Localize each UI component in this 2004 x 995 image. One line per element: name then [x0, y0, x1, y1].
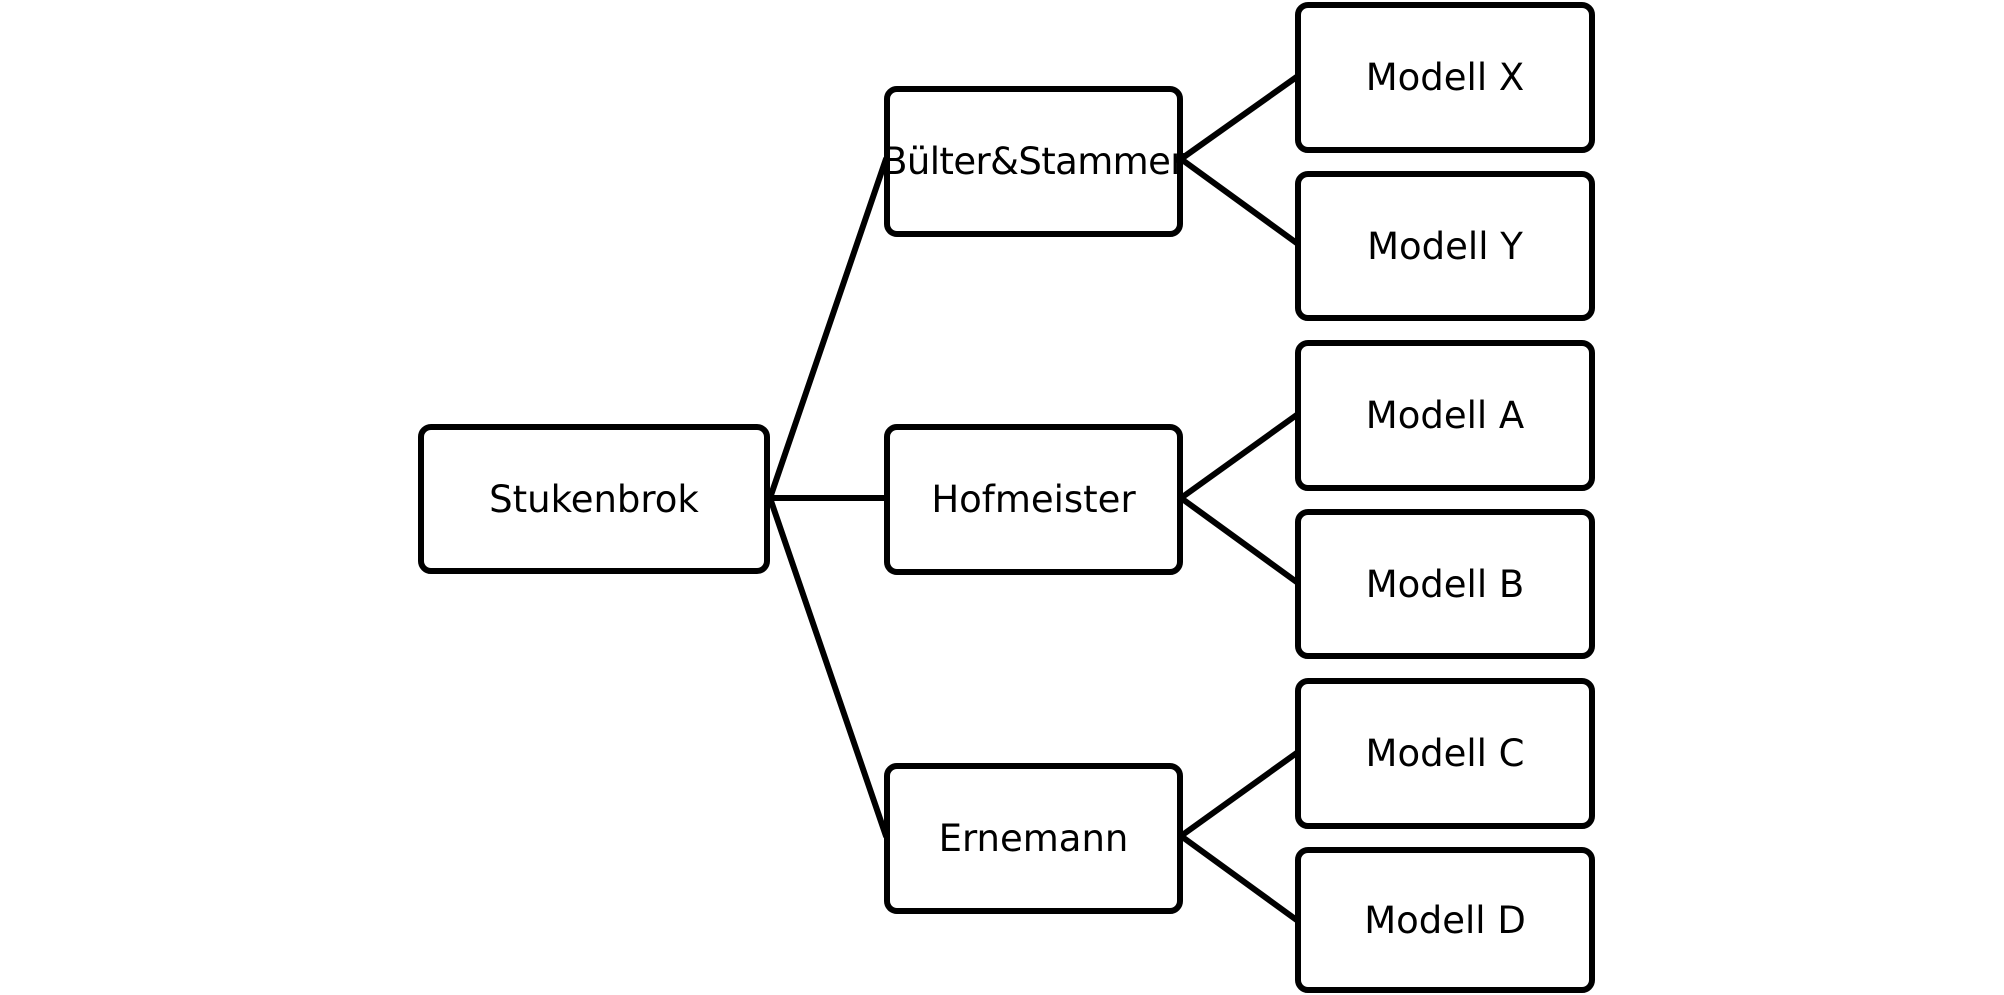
node-label: Stukenbrok	[489, 477, 699, 521]
edge-hofmeister-modell-b	[1178, 495, 1301, 586]
edge-hofmeister-modell-a	[1178, 411, 1301, 501]
node-buelter-stammer: Bülter&Stammer	[882, 86, 1185, 237]
edge-stukenbrok-ernemann	[767, 495, 889, 839]
node-modell-y: Modell Y	[1295, 171, 1595, 321]
node-label: Modell Y	[1367, 224, 1523, 268]
edge-stukenbrok-buelter	[767, 156, 889, 501]
node-modell-c: Modell C	[1295, 678, 1595, 829]
node-label: Bülter&Stammer	[882, 140, 1185, 183]
edge-buelter-modell-x	[1178, 73, 1301, 162]
node-modell-b: Modell B	[1295, 509, 1595, 659]
edge-ernemann-modell-c	[1178, 749, 1301, 839]
node-modell-x: Modell X	[1295, 2, 1595, 153]
node-label: Modell D	[1364, 898, 1526, 942]
node-hofmeister: Hofmeister	[884, 424, 1183, 575]
node-label: Modell X	[1365, 56, 1525, 99]
edge-ernemann-modell-d	[1178, 833, 1301, 924]
node-modell-a: Modell A	[1295, 340, 1595, 491]
node-stukenbrok: Stukenbrok	[418, 424, 770, 574]
node-label: Modell C	[1365, 732, 1525, 775]
node-label: Ernemann	[938, 817, 1129, 860]
node-label: Modell A	[1365, 394, 1525, 437]
edge-buelter-modell-y	[1178, 156, 1301, 247]
node-label: Modell B	[1365, 562, 1525, 606]
node-ernemann: Ernemann	[884, 763, 1183, 914]
node-modell-d: Modell D	[1295, 847, 1595, 993]
node-label: Hofmeister	[931, 478, 1136, 521]
